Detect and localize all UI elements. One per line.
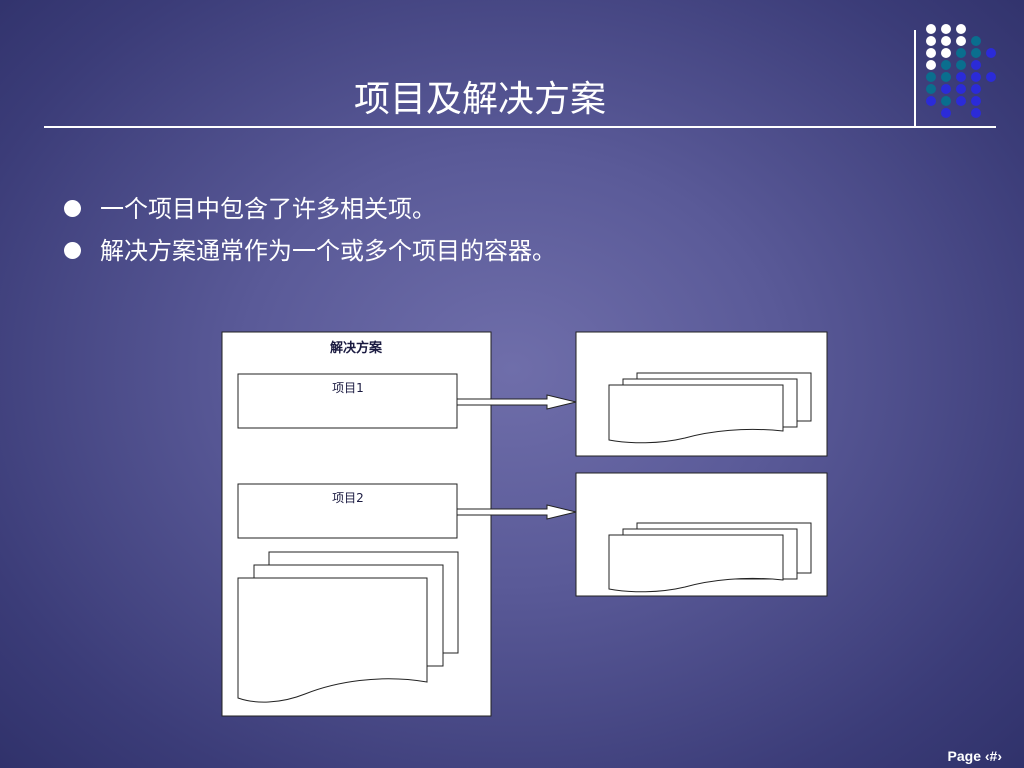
decorative-dot bbox=[941, 48, 951, 58]
decorative-dot bbox=[926, 24, 936, 34]
decorative-dot bbox=[926, 36, 936, 46]
bullet-item: 解决方案通常作为一个或多个项目的容器。 bbox=[62, 230, 556, 272]
decorative-dot bbox=[986, 48, 996, 58]
decorative-dot bbox=[971, 84, 981, 94]
bullet-text: 解决方案通常作为一个或多个项目的容器。 bbox=[100, 237, 556, 265]
decorative-dot bbox=[926, 72, 936, 82]
decorative-dot bbox=[941, 96, 951, 106]
bullet-dot-icon bbox=[64, 200, 81, 217]
project1-arrow bbox=[456, 394, 577, 410]
bullet-dot-icon bbox=[64, 242, 81, 259]
decorative-dot bbox=[971, 60, 981, 70]
decorative-dot bbox=[941, 108, 951, 118]
decorative-dot bbox=[956, 96, 966, 106]
decorative-dot bbox=[926, 48, 936, 58]
decorative-dot bbox=[926, 96, 936, 106]
decorative-dot bbox=[971, 36, 981, 46]
bullet-list: 一个项目中包含了许多相关项。 解决方案通常作为一个或多个项目的容器。 bbox=[62, 188, 556, 272]
solution-document-stack bbox=[237, 551, 459, 703]
title-vertical-divider bbox=[914, 30, 916, 126]
decorative-dot bbox=[941, 24, 951, 34]
project1-box bbox=[237, 373, 458, 429]
project1-label: 项目1 bbox=[332, 381, 364, 395]
decorative-dot bbox=[956, 60, 966, 70]
project1-document-stack bbox=[608, 372, 812, 444]
decorative-dot bbox=[956, 24, 966, 34]
decorative-dot bbox=[971, 108, 981, 118]
decorative-dot bbox=[926, 84, 936, 94]
project2-label: 项目2 bbox=[332, 491, 364, 505]
page-number: Page ‹#› bbox=[947, 748, 1002, 764]
decorative-dot bbox=[971, 96, 981, 106]
decorative-dot bbox=[971, 72, 981, 82]
bullet-text: 一个项目中包含了许多相关项。 bbox=[100, 195, 436, 223]
decorative-dot bbox=[941, 84, 951, 94]
decorative-dot bbox=[956, 36, 966, 46]
slide-title: 项目及解决方案 bbox=[353, 79, 606, 120]
decorative-dot bbox=[941, 72, 951, 82]
decorative-dot bbox=[971, 48, 981, 58]
decorative-dot bbox=[956, 48, 966, 58]
decorative-dot bbox=[956, 84, 966, 94]
decorative-dot bbox=[986, 72, 996, 82]
decorative-dot bbox=[941, 36, 951, 46]
project2-arrow bbox=[456, 504, 577, 520]
decorative-dot bbox=[956, 72, 966, 82]
project2-document-stack bbox=[608, 522, 812, 593]
decorative-dot bbox=[941, 60, 951, 70]
title-divider bbox=[44, 126, 996, 128]
decorative-dot-grid bbox=[926, 24, 996, 118]
decorative-dot bbox=[926, 60, 936, 70]
bullet-item: 一个项目中包含了许多相关项。 bbox=[62, 188, 556, 230]
solution-label: 解决方案 bbox=[329, 340, 383, 356]
